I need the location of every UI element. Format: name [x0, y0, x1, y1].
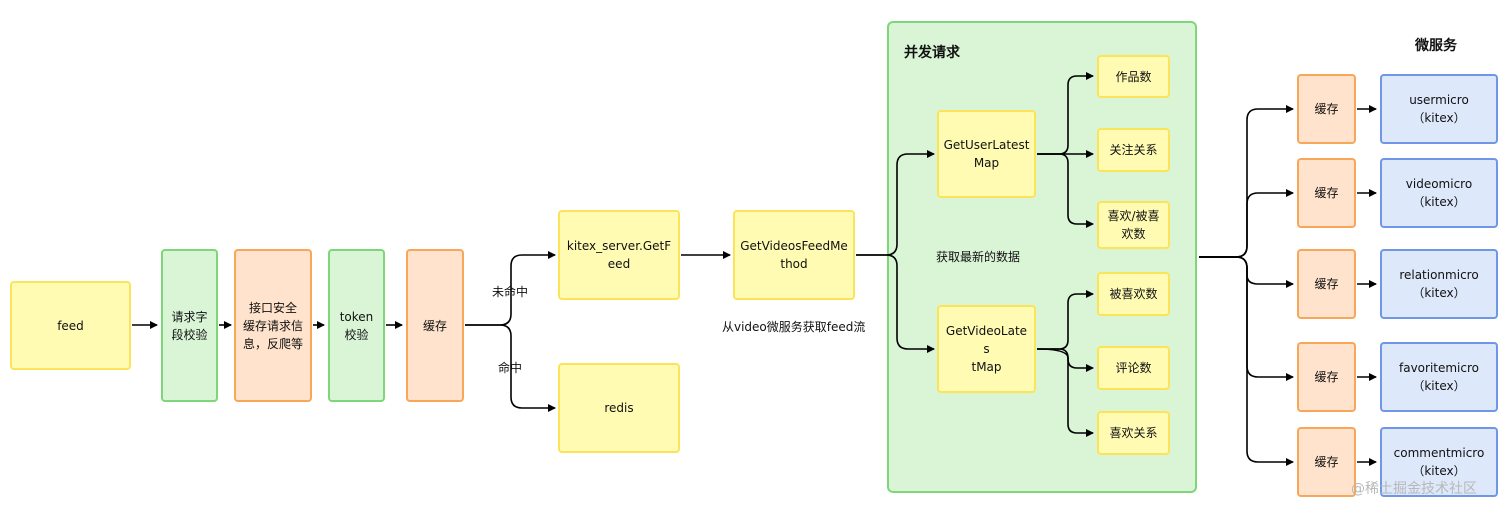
cache-hit-label: 命中 [498, 361, 523, 375]
redis-node: redis [558, 363, 680, 453]
method-caption: 从video微服务获取feed流 [722, 320, 866, 334]
comment-count-node: 评论数 [1097, 346, 1170, 390]
like-count-node: 喜欢/被喜 欢数 [1097, 201, 1170, 249]
token-check-node: token 校验 [328, 249, 385, 402]
cache-node: 缓存 [406, 249, 464, 402]
favoritemicro-service-node: favoritemicro （kitex） [1380, 342, 1498, 412]
favoritemicro-cache-node: 缓存 [1297, 342, 1356, 412]
commentmicro-service-node: commentmicro （kitex） [1380, 427, 1498, 497]
param-check-node: 请求字 段校验 [161, 249, 218, 402]
arrow-method-to-videomap [856, 254, 935, 353]
arrow-cache-miss [465, 251, 556, 326]
like-relation-node: 喜欢关系 [1097, 411, 1170, 455]
follow-relation-node: 关注关系 [1097, 128, 1170, 172]
liked-count-node: 被喜欢数 [1097, 272, 1170, 316]
microservices-title: 微服务 [1415, 38, 1457, 54]
feed-node: feed [10, 281, 131, 370]
commentmicro-cache-node: 缓存 [1297, 427, 1356, 497]
get-user-latest-map-node: GetUserLatest Map [937, 110, 1036, 198]
cache-miss-label: 未命中 [492, 285, 529, 299]
usermicro-service-node: usermicro （kitex） [1380, 74, 1498, 144]
watermark: @稀土掘金技术社区 [1351, 481, 1477, 497]
get-video-latest-map-node: GetVideoLates tMap [937, 305, 1036, 393]
kitex-server-node: kitex_server.GetF eed [558, 210, 680, 300]
relationmicro-service-node: relationmicro （kitex） [1380, 249, 1498, 319]
videomicro-service-node: videomicro （kitex） [1380, 158, 1498, 228]
security-node: 接口安全 缓存请求信 息，反爬等 [234, 249, 312, 402]
videomicro-cache-node: 缓存 [1297, 158, 1356, 228]
relationmicro-cache-node: 缓存 [1297, 249, 1356, 319]
get-videos-feed-method-node: GetVideosFeedMe thod [733, 210, 855, 300]
arrow-cache-hit [465, 324, 556, 412]
concurrent-caption: 获取最新的数据 [936, 250, 1021, 264]
usermicro-cache-node: 缓存 [1297, 74, 1356, 144]
concurrent-title: 并发请求 [904, 45, 960, 61]
arrow-method-to-usermap [856, 150, 935, 256]
works-count-node: 作品数 [1097, 55, 1170, 98]
